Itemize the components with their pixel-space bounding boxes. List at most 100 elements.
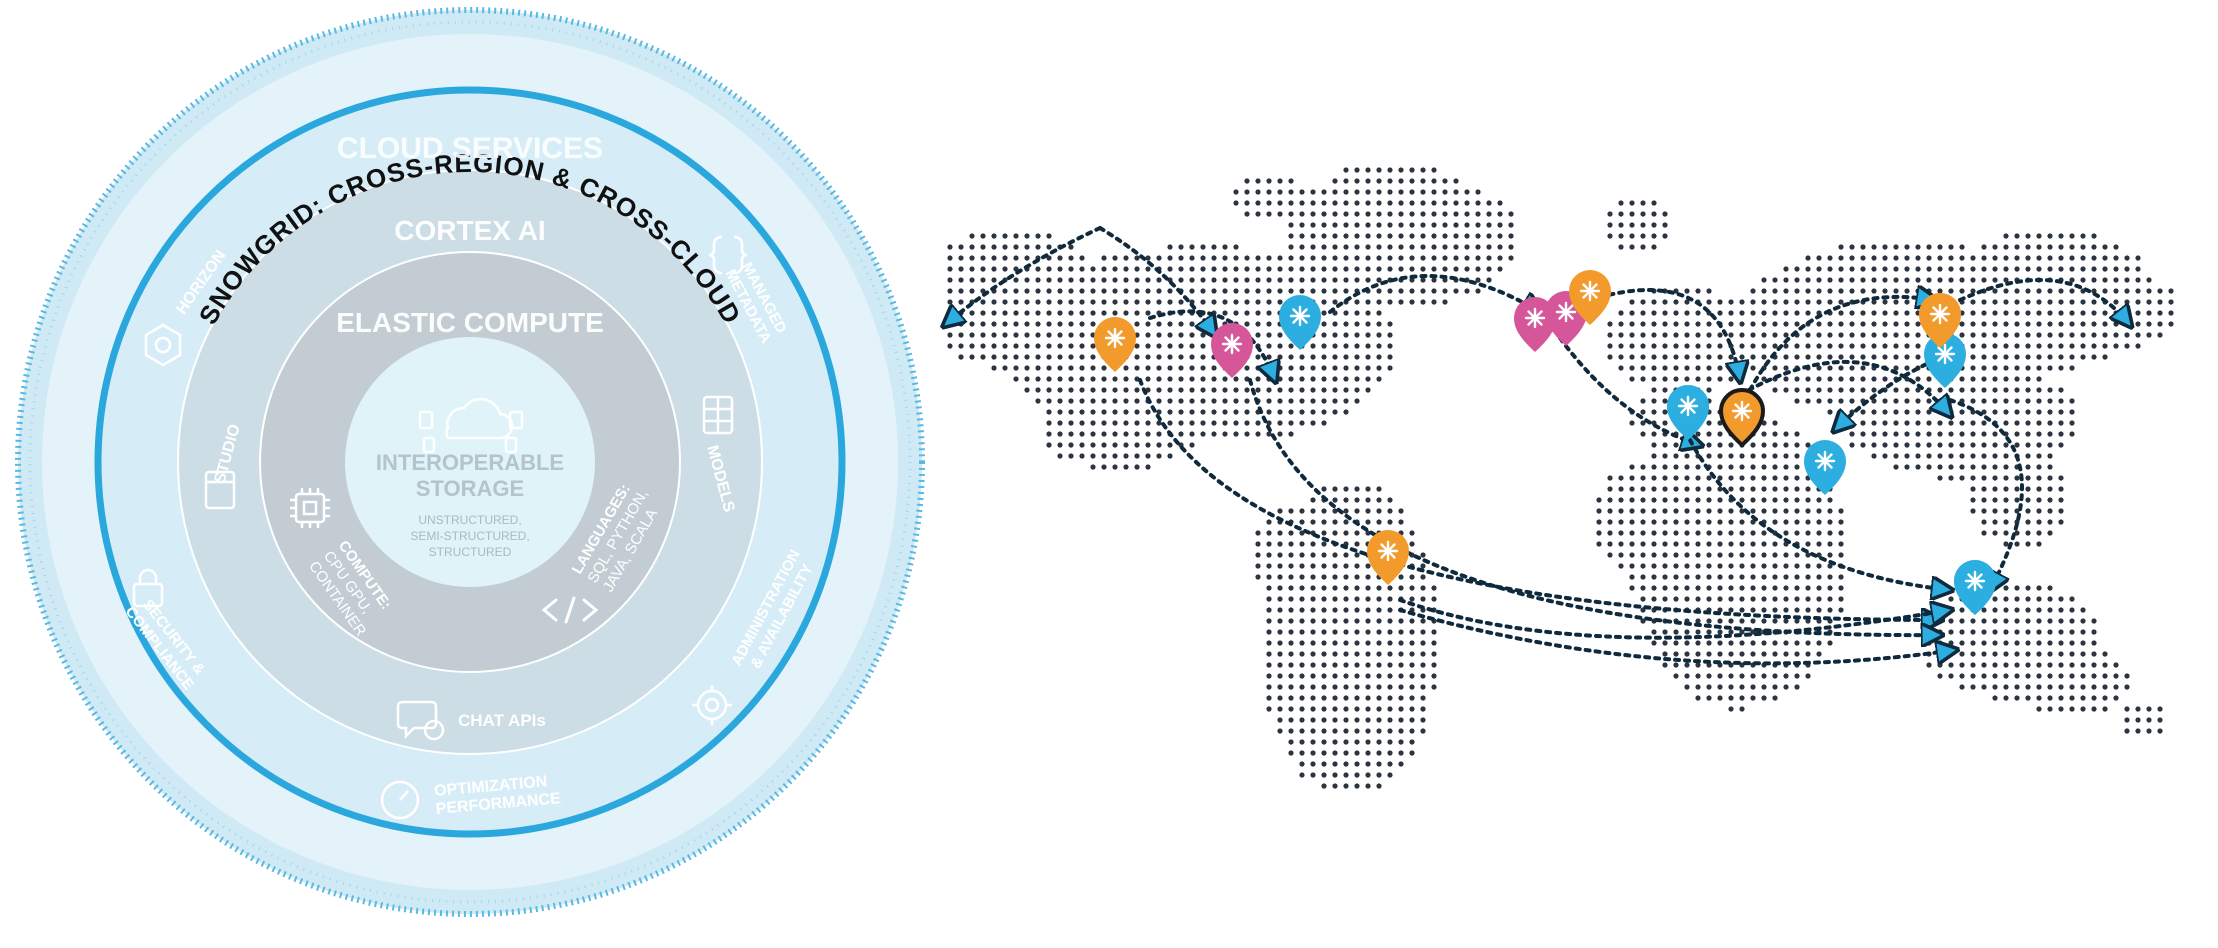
map-dot	[1035, 387, 1041, 393]
map-dot	[1783, 596, 1789, 602]
map-dot	[1222, 255, 1228, 261]
map-dot	[1805, 442, 1811, 448]
map-dot	[1376, 640, 1382, 646]
map-dot	[1970, 497, 1976, 503]
map-dot	[1783, 431, 1789, 437]
map-dot	[2091, 233, 2097, 239]
map-dot	[958, 266, 964, 272]
replication-arrow	[1398, 608, 1955, 666]
map-dot	[1926, 464, 1932, 470]
map-dot	[1992, 409, 1998, 415]
map-dot	[1332, 233, 1338, 239]
map-dot	[1706, 365, 1712, 371]
map-dot	[1189, 244, 1195, 250]
map-dot	[969, 310, 975, 316]
map-dot	[1816, 508, 1822, 514]
map-dot	[1728, 651, 1734, 657]
map-dot	[1838, 244, 1844, 250]
map-dot	[1915, 332, 1921, 338]
map-dot	[2091, 332, 2097, 338]
map-dot	[1794, 431, 1800, 437]
map-dot	[1024, 255, 1030, 261]
map-dot	[1244, 211, 1250, 217]
map-dot	[2146, 321, 2152, 327]
map-dot	[1651, 211, 1657, 217]
map-dot	[1981, 343, 1987, 349]
map-dot	[1277, 189, 1283, 195]
map-dot	[1959, 684, 1965, 690]
map-dot	[1244, 420, 1250, 426]
map-dot	[2091, 244, 2097, 250]
map-dot	[2091, 321, 2097, 327]
map-dot	[1838, 519, 1844, 525]
map-dot	[1805, 343, 1811, 349]
map-dot	[1343, 211, 1349, 217]
map-dot	[1387, 167, 1393, 173]
map-dot	[1739, 574, 1745, 580]
map-dot	[1816, 354, 1822, 360]
map-dot	[1607, 541, 1613, 547]
map-dot	[1893, 288, 1899, 294]
map-dot	[1035, 343, 1041, 349]
map-dot	[1189, 376, 1195, 382]
map-dot	[1662, 508, 1668, 514]
map-dot	[2091, 684, 2097, 690]
map-dot	[1354, 728, 1360, 734]
map-dot	[1629, 563, 1635, 569]
map-dot	[1387, 717, 1393, 723]
map-dot	[1134, 431, 1140, 437]
map-dot	[2080, 343, 2086, 349]
map-dot	[1882, 420, 1888, 426]
map-dot	[1992, 299, 1998, 305]
map-dot	[1827, 288, 1833, 294]
map-dot	[1277, 277, 1283, 283]
map-dot	[2113, 255, 2119, 261]
map-dot	[1365, 607, 1371, 613]
map-dot	[1618, 310, 1624, 316]
map-dot	[2135, 288, 2141, 294]
map-dot	[1860, 343, 1866, 349]
map-dot	[1332, 695, 1338, 701]
map-dot	[1321, 376, 1327, 382]
map-dot	[1706, 673, 1712, 679]
map-dot	[1673, 475, 1679, 481]
map-dot	[1332, 486, 1338, 492]
map-dot	[1717, 541, 1723, 547]
map-dot	[1794, 530, 1800, 536]
map-dot	[1618, 244, 1624, 250]
map-dot	[1398, 574, 1404, 580]
map-dot	[1640, 376, 1646, 382]
map-dot	[2102, 673, 2108, 679]
map-dot	[2047, 288, 2053, 294]
map-dot	[1695, 475, 1701, 481]
map-dot	[1640, 321, 1646, 327]
map-dot	[1772, 695, 1778, 701]
map-dot	[969, 255, 975, 261]
map-dot	[1453, 233, 1459, 239]
map-dot	[1992, 662, 1998, 668]
map-dot	[2102, 277, 2108, 283]
curly-braces-icon	[708, 235, 748, 275]
replication-arrow	[1558, 336, 1700, 445]
map-dot	[2069, 255, 2075, 261]
map-dot	[1816, 574, 1822, 580]
map-dot	[1354, 596, 1360, 602]
map-dot	[2047, 332, 2053, 338]
map-dot	[1354, 651, 1360, 657]
map-dot	[1376, 244, 1382, 250]
map-dot	[1970, 618, 1976, 624]
map-dot	[1354, 398, 1360, 404]
map-dot	[1827, 321, 1833, 327]
map-dot	[1926, 255, 1932, 261]
map-dot	[1915, 453, 1921, 459]
map-dot	[1915, 321, 1921, 327]
map-dot	[1805, 541, 1811, 547]
map-dot	[1684, 563, 1690, 569]
map-dot	[1024, 277, 1030, 283]
map-dot	[1002, 233, 1008, 239]
map-dot	[1981, 497, 1987, 503]
map-dot	[1354, 244, 1360, 250]
map-dot	[1354, 761, 1360, 767]
map-dot	[1981, 464, 1987, 470]
map-dot	[2025, 541, 2031, 547]
